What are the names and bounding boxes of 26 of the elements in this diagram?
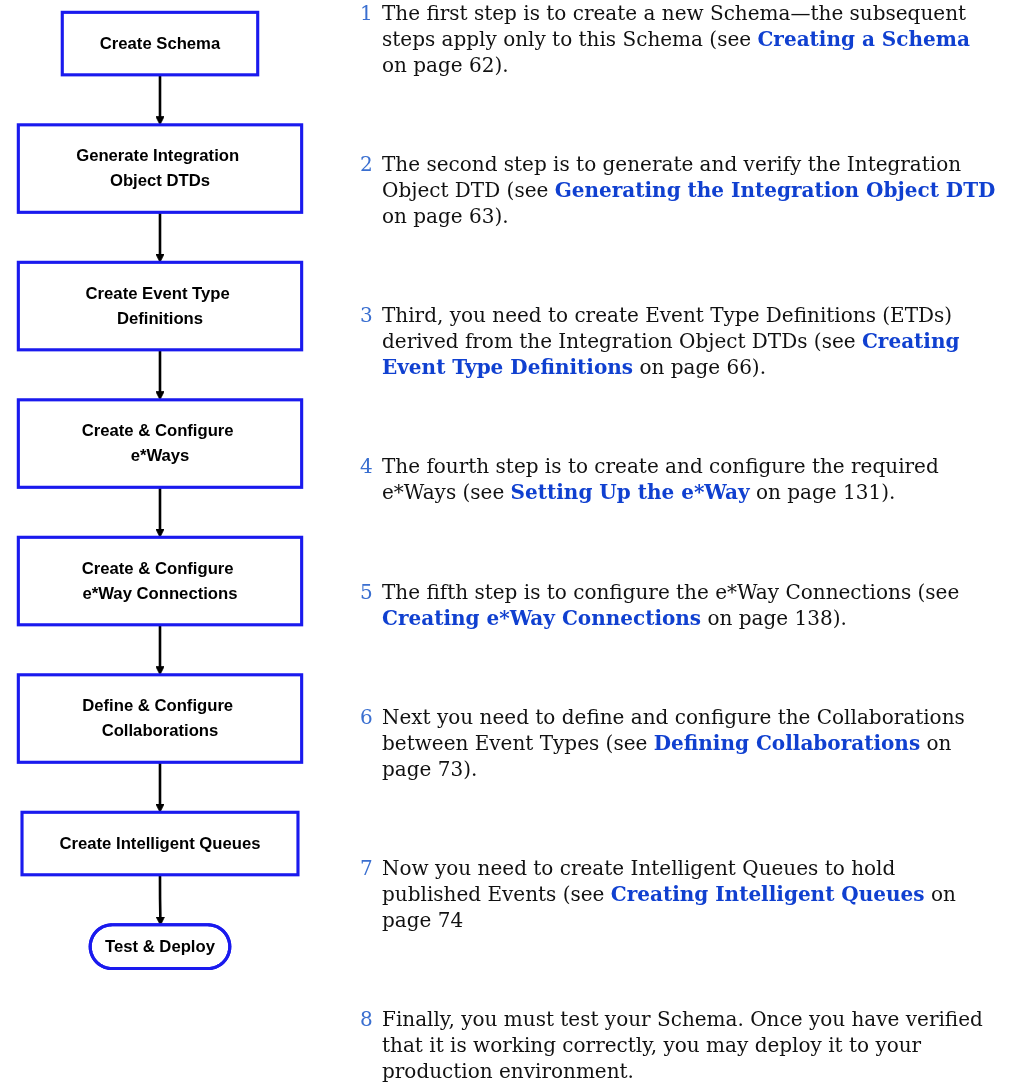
step-description: Next you need to define and configure the Collaborations between Event Types (see Defining Collaborations on page 73). [382,703,966,782]
step-number: 4 [360,453,374,481]
node-box: Create & Configure e*Way Connections [16,535,304,627]
node-box: Create & Configure e*Ways [16,398,304,489]
step-number: 6 [360,703,374,731]
node-box: Create Schema [60,10,260,77]
step-description: The second step is to generate and verify the Integration Object DTD (see Generating the Integration Object DTD on page 63). [382,151,997,230]
step-description: The fourth step is to create and configure the required e*Ways (see Setting Up the e*Way on page 131). [382,453,940,506]
node-box: Create Event Type Definitions [16,260,304,352]
step-description: The fifth step is to configure the e*Way Connections (see Creating e*Way Connections on page 138). [382,578,961,631]
step-description: Now you need to create Intelligent Queues to hold published Events (see Creating Intelligent Queues on page 74 [382,854,957,933]
node-box: Generate Integration Object DTDs [16,123,304,214]
node-box: Define & Configure Collaborations [16,673,304,764]
step-number: 8 [360,1006,374,1033]
arrow [155,212,165,263]
step-description: Third, you need to create Event Type Definitions (ETDs) derived from the Integration Object DTDs (see Creating Event Type Definitions on page 66). [382,302,961,381]
arrow [155,487,165,538]
step-number: 2 [360,151,374,179]
step-number: 3 [360,302,374,330]
step-description: Finally, you must test your Schema. Once you have verified that it is working correctly, you may deploy it to your production environment. [382,1006,984,1084]
step-number: 7 [360,854,374,882]
arrow [155,762,165,813]
step-number: 1 [360,0,374,27]
node-box: Create Intelligent Queues [20,810,300,877]
step-description: The first step is to create a new Schema—the subsequent steps apply only to this Schema (see Creating a Schema on page 62). [382,0,971,78]
step-number: 5 [360,578,374,606]
